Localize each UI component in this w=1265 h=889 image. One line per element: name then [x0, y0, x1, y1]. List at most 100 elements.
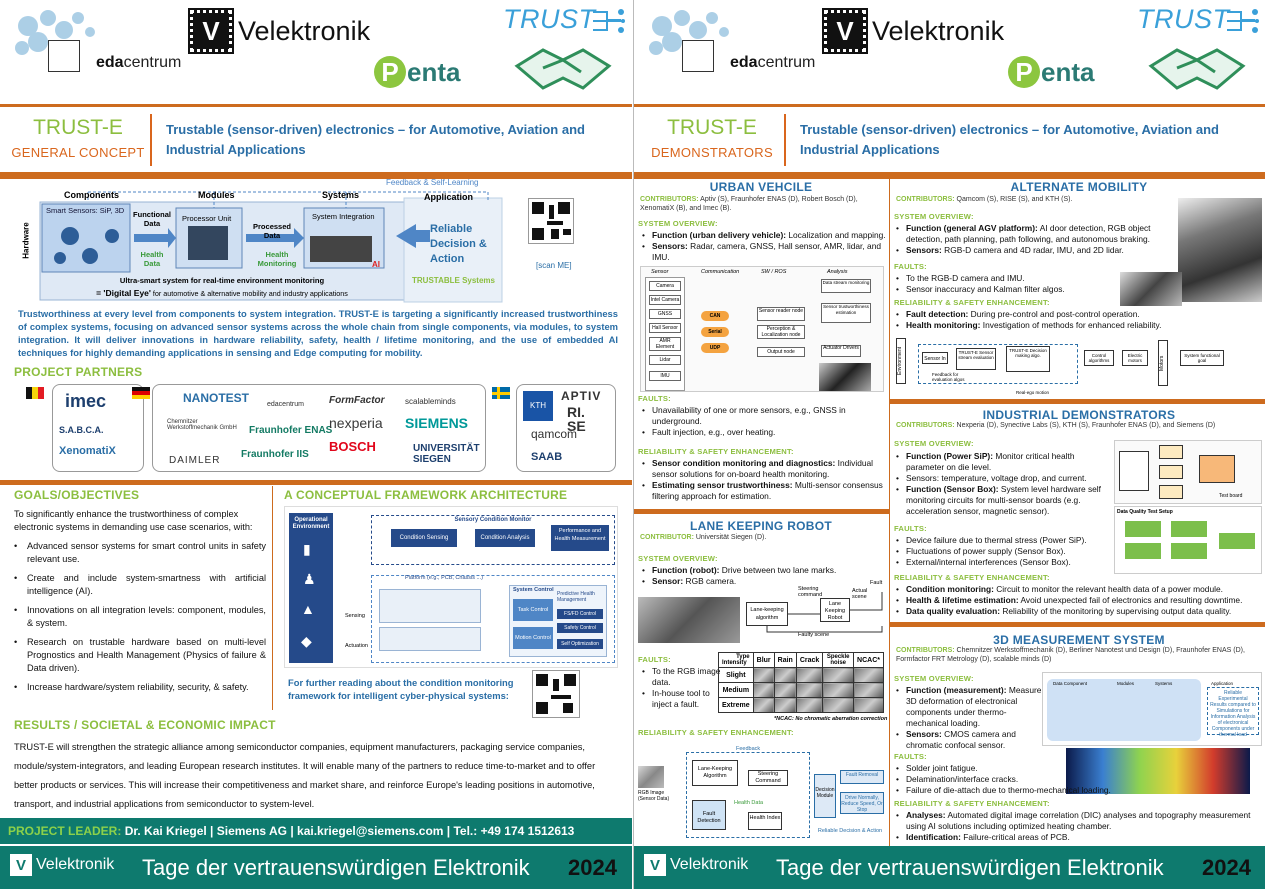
caption-digital-eye: = 'Digital Eye': [96, 288, 151, 298]
partner-imec: imec: [65, 391, 107, 411]
goal-item: Advanced sensor systems for smart contro…: [14, 540, 266, 566]
partner-aptiv: APTIV: [561, 389, 602, 403]
caption-line1: Ultra-smart system for real-time environ…: [119, 276, 325, 285]
goal-item: Research on trustable hardware based on …: [14, 636, 266, 675]
footer-velektronik: Velektronik: [670, 856, 749, 873]
urban-overview-heading: SYSTEM OVERVIEW:: [638, 219, 718, 228]
poster-subtitle: GENERAL CONCEPT: [11, 145, 145, 160]
goals-intro: To significantly enhance the trustworthi…: [14, 509, 253, 532]
qr-code-framework[interactable]: [532, 670, 580, 718]
scm-label: Sensory Condition Monitor: [454, 517, 532, 523]
health-monitoring-label: Health Monitoring: [257, 250, 297, 268]
col-components: Components: [64, 190, 119, 200]
processor-unit-label: Processor Unit: [182, 214, 232, 223]
partner-siemens: SIEMENS: [405, 415, 469, 431]
partner-saab: SAAB: [531, 451, 563, 463]
partner-nanotest: NANOTEST: [183, 391, 249, 405]
partner-fraunhofer-enas: Fraunhofer ENAS: [249, 425, 333, 436]
op-env-label: Operational Environment: [292, 517, 330, 530]
lane-heading: LANE KEEPING ROBOT: [689, 519, 833, 533]
urban-faults: Unavailability of one or more sensors, e…: [642, 405, 888, 438]
agv-photo: [1178, 198, 1262, 302]
partner-kth: KTH: [523, 391, 553, 421]
project-title: TRUST-E: [667, 116, 757, 139]
self-opt-box: Self Optimization: [557, 639, 603, 649]
hardware-concept-figure: Components Modules Systems Application F…: [18, 178, 508, 306]
alt-overview-list: Function (general AGV platform): AI door…: [896, 223, 1178, 256]
results-text: TRUST-E will strengthen the strategic al…: [14, 742, 596, 809]
trust-logo: TRUST: [1137, 4, 1262, 100]
partner-uni-siegen: UNIVERSITÄT SIEGEN: [413, 443, 480, 465]
leader-label: PROJECT LEADER:: [8, 824, 122, 838]
partner-chemnitzer: Chemnitzer Werkstoffmechanik GmbH: [167, 419, 237, 431]
partner-daimler: DAIMLER: [169, 455, 221, 466]
poster-subtitle: DEMONSTRATORS: [651, 145, 773, 160]
ind-faults: Device failure due to thermal stress (Po…: [896, 535, 1112, 568]
partner-qamcom: qamcom: [531, 427, 578, 441]
trustable-systems-label: TRUSTABLE Systems: [412, 276, 495, 285]
perf-health-box: Performance and Health Measurement: [551, 525, 609, 551]
framework-diagram: Operational Environment ▮ ♟ ▲ ◆ Sensory …: [284, 506, 618, 668]
footer-year: 2024: [1202, 855, 1251, 880]
partner-edacentrum: edacentrum: [267, 401, 304, 408]
condition-sensing-box: Condition Sensing: [391, 529, 457, 547]
col-modules: Modules: [198, 190, 235, 200]
col-application: Application: [424, 192, 473, 202]
feedback-label: Feedback & Self-Learning: [386, 178, 479, 187]
trust-logo: TRUST: [503, 4, 628, 100]
col-systems: Systems: [322, 190, 360, 200]
meas-contributors: Chemnitzer Werkstoffmechanik (D), Berlin…: [896, 647, 1245, 663]
sensing-label: Sensing: [345, 613, 365, 619]
partner-scalableminds: scalableminds: [405, 397, 456, 406]
traffic-light-icon: ▮: [303, 541, 311, 557]
partner-formfactor: FormFactor: [329, 395, 385, 406]
partner-xenomatix: XenomatiX: [59, 445, 116, 457]
goal-item: Increase hardware/system reliability, se…: [14, 681, 266, 694]
ai-label: AI: [372, 260, 380, 269]
framework-heading: A CONCEPTUAL FRAMEWORK ARCHITECTURE: [284, 488, 568, 502]
ind-circuit-diagram: Test board: [1114, 440, 1262, 504]
motion-control-box: Motion Control: [513, 627, 553, 649]
title-bar: TRUST-E DEMONSTRATORS Trustable (sensor-…: [634, 110, 1265, 172]
goals-list: Advanced sensor systems for smart contro…: [14, 540, 266, 700]
headline: Trustable (sensor-driven) electronics – …: [166, 122, 585, 157]
lane-reliability-diagram: Feedback RGB Image (Sensor Data) Lane-Ke…: [638, 740, 886, 842]
urban-heading: URBAN VEHCILE: [709, 180, 813, 194]
meas-heading: 3D MEASUREMENT SYSTEM: [993, 633, 1165, 647]
partners-heading: PROJECT PARTNERS: [14, 365, 143, 379]
partner-nexperia: nexperia: [329, 415, 383, 431]
qr-code[interactable]: [528, 198, 574, 244]
goal-item: Create and include system-smartness with…: [14, 572, 266, 598]
edacentrum-logo: edacentrum: [8, 6, 181, 96]
title-bar: TRUST-E GENERAL CONCEPT Trustable (senso…: [0, 110, 632, 172]
ind-test-setup-diagram: Data Quality Test Setup: [1114, 506, 1262, 574]
system-integration-label: System Integration: [312, 212, 375, 221]
alt-reliability: Fault detection: During pre-control and …: [896, 309, 1260, 331]
wheelchair-photo: [1120, 272, 1182, 306]
hardware-label: Hardware: [21, 222, 31, 259]
project-title: TRUST-E: [33, 116, 123, 139]
condition-analysis-box: Condition Analysis: [475, 529, 535, 547]
goals-heading: GOALS/OBJECTIVES: [14, 488, 140, 502]
leader-contact[interactable]: Dr. Kai Kriegel | Siemens AG | kai.krieg…: [124, 824, 575, 838]
meas-overview-list: Function (measurement): Measure 3D defor…: [896, 685, 1042, 751]
partner-fraunhofer-iis: Fraunhofer IIS: [241, 449, 309, 460]
footer-title: Tage der vertrauenswürdigen Elektronik: [142, 855, 530, 880]
scan-me-label[interactable]: [scan ME]: [536, 261, 572, 270]
car-icon: ◆: [301, 633, 312, 649]
project-leader-bar: PROJECT LEADER: Dr. Kai Kriegel | Siemen…: [0, 818, 632, 844]
predictive-label: Predictive Health Management: [557, 591, 595, 603]
flag-be: [26, 387, 44, 399]
partner-rise: RI. SE: [567, 404, 586, 434]
goal-item: Innovations on all integration levels: c…: [14, 604, 266, 630]
caption-line3: for automotive & alternative mobility an…: [150, 289, 348, 298]
partners-se: KTH APTIV RI. SE qamcom SAAB: [516, 384, 616, 472]
system-control-label: System Control: [513, 587, 554, 593]
